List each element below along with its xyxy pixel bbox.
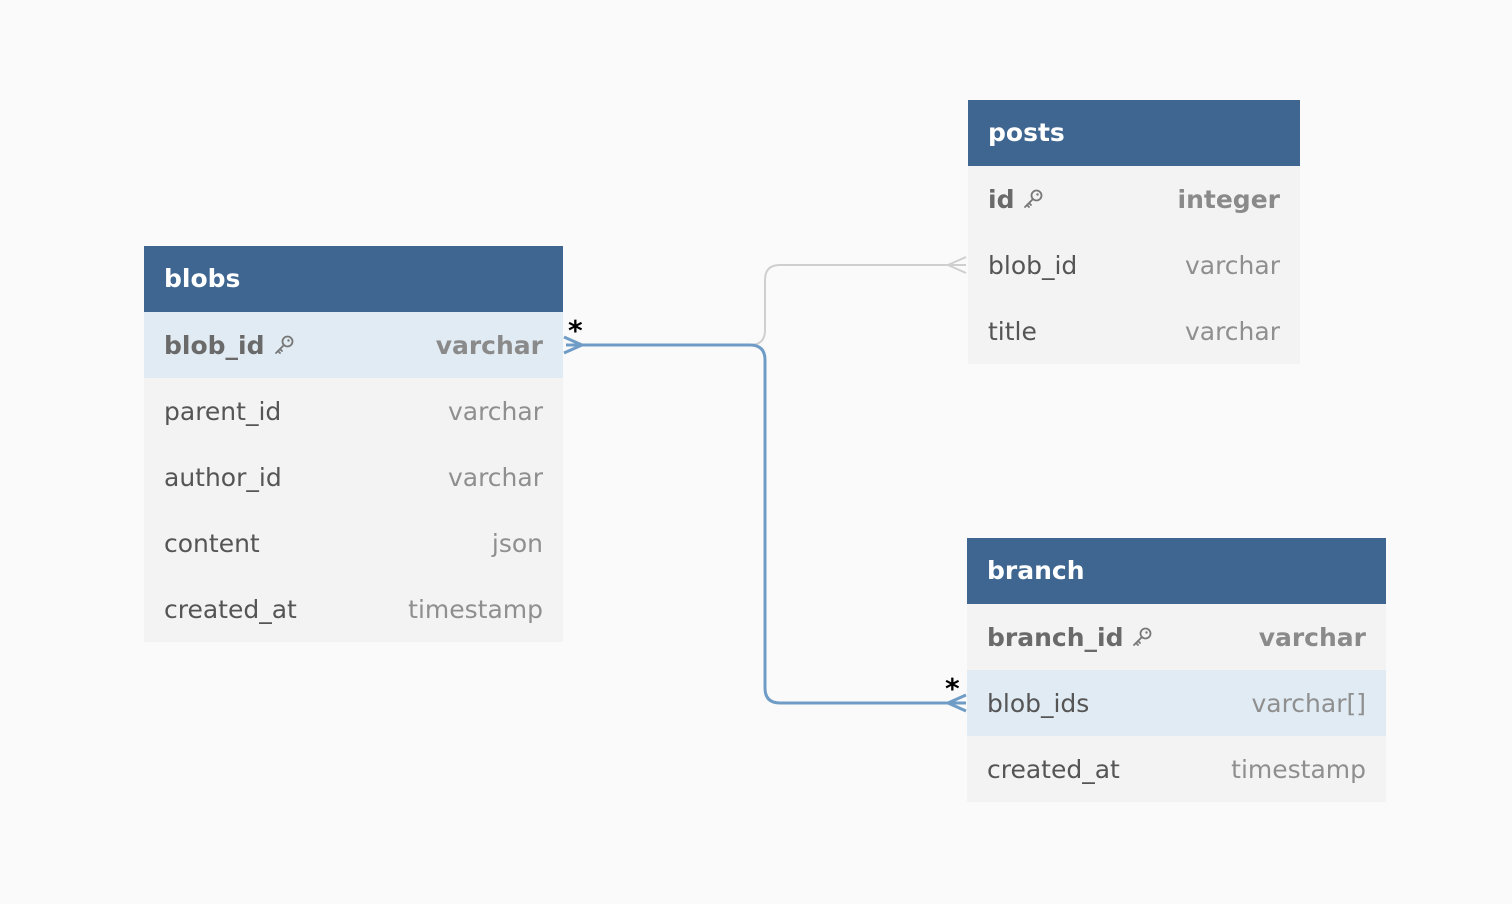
field-row-blobs-author-id[interactable]: author_id varchar [144,444,563,510]
key-icon [274,335,293,354]
field-name: blob_id [164,330,265,360]
field-row-blobs-blob-id[interactable]: blob_id varchar [144,312,563,378]
field-row-posts-title[interactable]: title varchar [968,298,1300,364]
table-branch[interactable]: branch branch_id varchar blob_ids varcha… [967,538,1386,802]
field-name: title [988,316,1037,346]
relation-line-blobs-posts[interactable] [566,264,966,346]
field-type: varchar [447,396,543,426]
table-header-blobs[interactable]: blobs [144,246,563,312]
field-name: created_at [164,594,297,624]
field-type: varchar [1184,316,1280,346]
field-type: integer [1177,184,1280,214]
field-type: varchar [1184,250,1280,280]
key-icon [1024,189,1043,208]
field-row-blobs-parent-id[interactable]: parent_id varchar [144,378,563,444]
cardinality-label-branch: * [945,672,960,705]
field-type: varchar[] [1251,688,1366,718]
field-name: parent_id [164,396,282,426]
field-type: varchar [435,330,543,360]
field-row-branch-blob-ids[interactable]: blob_ids varchar[] [967,670,1386,736]
field-type: varchar [1258,622,1366,652]
field-row-posts-id[interactable]: id integer [968,166,1300,232]
field-row-posts-blob-id[interactable]: blob_id varchar [968,232,1300,298]
crow-foot-posts-blob-id [947,256,967,274]
field-row-branch-branch-id[interactable]: branch_id varchar [967,604,1386,670]
field-type: varchar [447,462,543,492]
table-posts[interactable]: posts id integer blob_id varchar title v… [968,100,1300,364]
field-name: content [164,528,260,558]
field-name-cell: blob_id [164,331,295,360]
field-name: blob_ids [987,688,1090,718]
field-name-cell: id [988,185,1044,214]
field-row-branch-created-at[interactable]: created_at timestamp [967,736,1386,802]
table-header-branch[interactable]: branch [967,538,1386,604]
field-name: created_at [987,754,1120,784]
field-type: timestamp [408,594,543,624]
relation-line-blobs-branch[interactable] [566,343,966,705]
key-icon [1133,627,1152,646]
cardinality-label-blobs: * [568,314,583,347]
field-name-cell: branch_id [987,623,1153,652]
table-header-posts[interactable]: posts [968,100,1300,166]
field-type: json [491,528,543,558]
field-name: author_id [164,462,282,492]
field-name: id [988,184,1015,214]
field-type: timestamp [1231,754,1366,784]
field-name: branch_id [987,622,1124,652]
field-name: blob_id [988,250,1078,280]
field-row-blobs-content[interactable]: content json [144,510,563,576]
field-row-blobs-created-at[interactable]: created_at timestamp [144,576,563,642]
table-blobs[interactable]: blobs blob_id varchar parent_id varchar … [144,246,563,642]
